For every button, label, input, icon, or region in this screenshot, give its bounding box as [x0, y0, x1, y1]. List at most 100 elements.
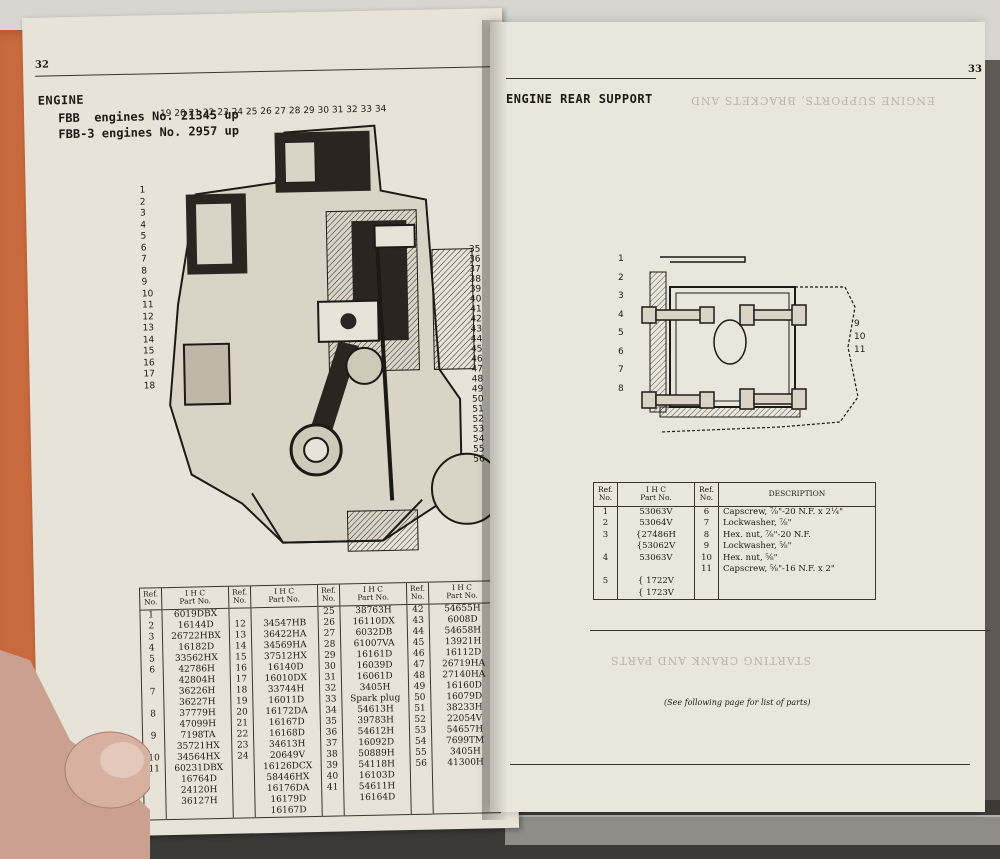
callout-number: 11	[854, 345, 866, 355]
description-column: Capscrew, ⅞"-20 N.F. x 2¼" Lockwasher, ⅞…	[717, 506, 876, 600]
left-page: 32 ENGINE FBB engines No. 21345 up FBB-3…	[22, 7, 520, 838]
callout-number: 24	[231, 107, 244, 118]
callout-number: 13	[142, 323, 155, 334]
callout-number: 28	[288, 106, 301, 117]
callout-number: 12	[142, 311, 154, 323]
callout-number: 30	[317, 105, 330, 116]
callout-number: 44	[470, 334, 483, 345]
callout-number: 8	[618, 383, 624, 394]
callout-number: 9	[854, 319, 860, 329]
part-header: I H C Part No.	[250, 584, 318, 608]
callout-number: 39	[469, 284, 482, 295]
page-number: 32	[34, 59, 50, 71]
description-header: DESCRIPTION	[717, 482, 876, 507]
callout-number: 29	[303, 105, 315, 117]
callout-number: 17	[143, 369, 156, 380]
table-row: 1 2 3 4 5 53063V 53064V {27486H {53062V …	[593, 506, 876, 600]
callout-number: 1	[618, 254, 624, 264]
callout-number: 10	[854, 332, 866, 342]
callout-number: 33	[360, 104, 373, 115]
callout-number: 8	[141, 265, 148, 277]
table-header-row: Ref. No. I H C Part No. Ref. No. DESCRIP…	[593, 482, 876, 507]
callout-number: 31	[331, 105, 344, 116]
part-column: 38763H 16110DX 6032DB 61007VA 16161D 160…	[339, 604, 412, 816]
model-name: FBB-3	[58, 126, 95, 142]
callout-number: 14	[142, 334, 155, 346]
callout-labels-left: 1 2 3 4 5 6 7 8	[618, 250, 624, 398]
callout-number: 4	[140, 219, 147, 231]
callout-number: 3	[140, 208, 146, 219]
callout-number: 10	[141, 288, 154, 300]
ref-header: Ref. No.	[406, 582, 429, 605]
callout-number: 26	[260, 106, 272, 118]
callout-number: 34	[374, 104, 387, 115]
callout-number: 27	[274, 106, 287, 117]
callout-number: 19	[159, 108, 172, 120]
ref-column: 6 7 8 9 10 11	[693, 506, 719, 600]
callout-number: 38	[469, 274, 482, 285]
rear-support-parts-table: Ref. No. I H C Part No. Ref. No. DESCRIP…	[593, 482, 876, 601]
callout-number: 7	[618, 365, 624, 375]
ref-header: Ref. No.	[693, 482, 719, 507]
callout-number: 5	[618, 328, 624, 338]
callout-labels-right: 9 10 11	[854, 318, 865, 357]
engine-cross-section-illustration	[169, 124, 503, 552]
callout-number: 18	[143, 380, 156, 392]
engine-parts-table: Ref. No. I H C Part No. Ref. No. I H C P…	[138, 580, 501, 821]
callout-number: 11	[141, 300, 154, 311]
callout-number: 23	[217, 107, 229, 118]
ref-column: 1 2 3 4 5	[593, 506, 618, 600]
callout-number: 20	[174, 108, 186, 119]
model-name: FBB	[57, 110, 80, 126]
callout-number: 32	[346, 104, 358, 116]
part-header: I H C Part No.	[339, 582, 407, 606]
ref-header: Ref. No.	[228, 585, 251, 608]
callout-number: 21	[188, 108, 201, 119]
callout-number: 16	[143, 357, 155, 369]
callout-number: 6	[140, 242, 147, 254]
callout-number: 4	[618, 309, 624, 320]
rear-support-illustration	[641, 256, 859, 433]
callout-number: 40	[469, 294, 482, 305]
callout-number: 6	[618, 346, 624, 357]
callout-number: 2	[139, 196, 146, 208]
section-rule	[590, 630, 990, 631]
callout-number: 15	[142, 346, 155, 357]
callout-number: 5	[140, 231, 147, 242]
table-row: 1 2 3 4 5 6 7 8 9 10 11 6019DBX 16144D 2…	[139, 602, 501, 820]
callout-number: 25	[245, 107, 258, 118]
callout-number: 37	[469, 264, 481, 275]
book-gutter-shadow	[482, 20, 508, 820]
ref-header: Ref. No.	[593, 482, 618, 507]
right-page: 33 ENGINE REAR SUPPORT ENGINE SUPPORTS, …	[490, 22, 990, 812]
callout-number: 3	[618, 291, 624, 301]
callout-number: 45	[470, 344, 483, 355]
bleed-through-subtitle: STARTING CRANK AND PARTS	[610, 654, 812, 667]
header-rule	[506, 78, 976, 79]
callout-number: 9	[141, 277, 148, 288]
callout-number: 2	[618, 272, 624, 283]
part-header: I H C Part No.	[616, 482, 695, 507]
callout-number: 36	[469, 254, 481, 265]
page-heading: ENGINE REAR SUPPORT	[506, 92, 653, 106]
bleed-through-title: ENGINE SUPPORTS, BRACKETS AND	[690, 94, 935, 107]
desk-rail	[505, 815, 1000, 845]
thumb-holding-book	[0, 650, 150, 859]
ref-header: Ref. No.	[139, 587, 162, 610]
callout-number: 35	[468, 244, 481, 255]
callout-number: 1	[139, 185, 146, 196]
part-column: 53063V 53064V {27486H {53062V 53063V { 1…	[616, 506, 695, 600]
callout-number: 43	[470, 324, 483, 335]
part-header: I H C Part No.	[161, 586, 229, 610]
callout-number: 22	[202, 107, 215, 119]
page-heading: ENGINE	[37, 92, 85, 108]
ref-header: Ref. No.	[317, 583, 340, 606]
footer-rule	[510, 764, 970, 765]
part-column: 34547HB 36422HA 34569HA 37512HX 16140D 1…	[250, 605, 323, 818]
page-number: 33	[968, 64, 982, 75]
callout-number: 7	[140, 254, 147, 265]
part-column: 6019DBX 16144D 26722HBX 16182D 33562HX 4…	[161, 607, 234, 820]
footnote: (See following page for list of parts)	[664, 698, 811, 707]
callout-number: 41	[470, 304, 482, 315]
callout-number: 42	[470, 314, 482, 325]
